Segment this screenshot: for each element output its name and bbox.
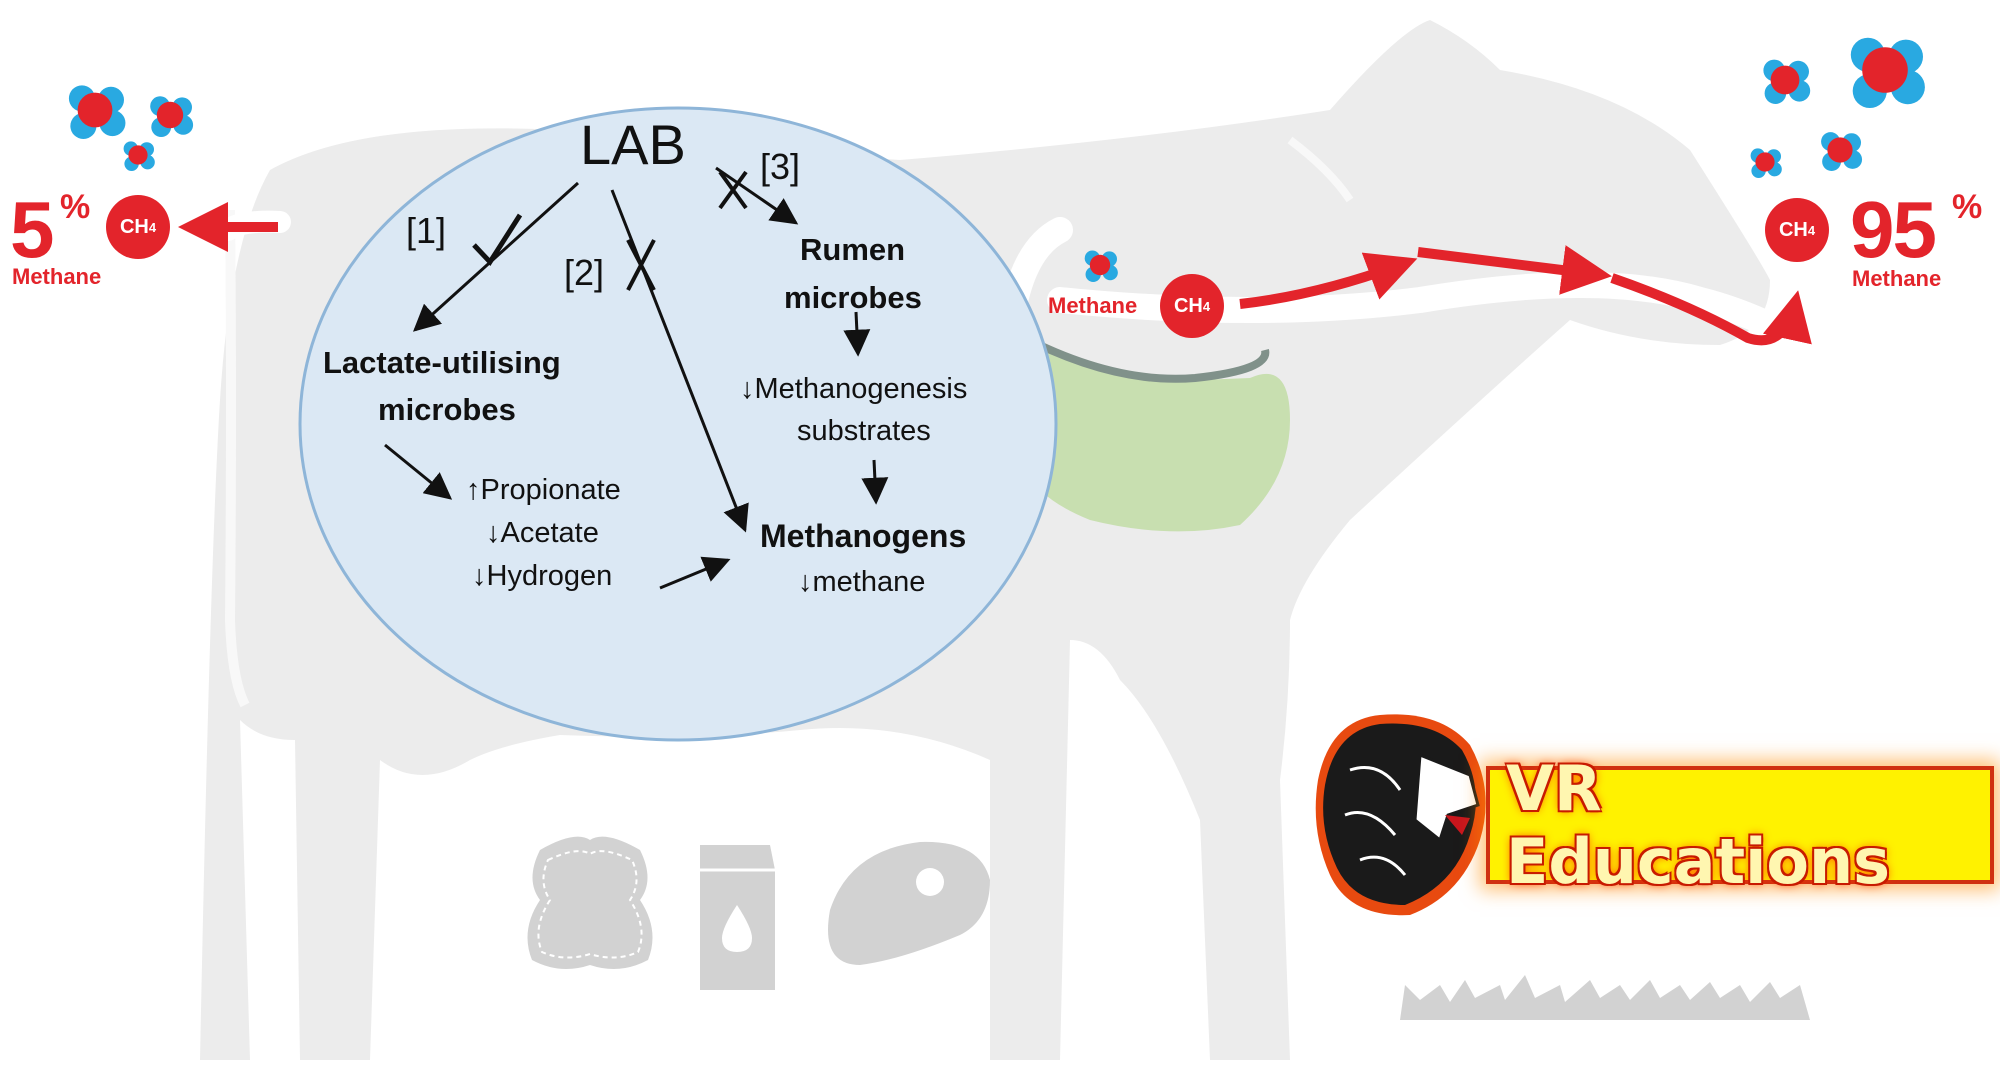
path3-tag: [3] bbox=[760, 146, 801, 187]
methanogens-label: Methanogens bbox=[760, 518, 967, 554]
rumen-label-line2: microbes bbox=[784, 280, 922, 315]
left-methane-label: Methane bbox=[12, 264, 102, 289]
lab-circle bbox=[298, 106, 1058, 742]
right-percent-value: 95 bbox=[1850, 185, 1937, 274]
brand-name: VR Educations bbox=[1506, 752, 1890, 898]
left-percent-value: 5 bbox=[10, 185, 54, 274]
lactate-label-line2: microbes bbox=[378, 392, 516, 427]
milk-carton-icon bbox=[700, 845, 775, 990]
check-mark-icon bbox=[472, 213, 523, 267]
right-percent-sign: % bbox=[1952, 188, 1983, 226]
grass-icon bbox=[1400, 975, 1810, 1020]
rumen-label-line1: Rumen bbox=[800, 232, 906, 267]
pathway-arrows bbox=[384, 166, 889, 590]
cross-mark-icon bbox=[718, 170, 748, 210]
methane-down-label: ↓methane bbox=[798, 566, 926, 598]
acetate-label: ↓Acetate bbox=[486, 517, 599, 549]
left-percent-sign: % bbox=[60, 188, 91, 226]
brand-banner: VR Educations bbox=[1486, 752, 1994, 898]
propionate-label: ↑Propionate bbox=[466, 474, 621, 506]
methane-flow-arrows bbox=[178, 202, 1812, 346]
substrates-label-line1: ↓Methanogenesis bbox=[740, 373, 968, 405]
rumen-methane-label: Methane bbox=[1048, 293, 1138, 318]
substrates-label-line2: substrates bbox=[797, 415, 931, 447]
lactate-label-line1: Lactate-utilising bbox=[323, 345, 561, 380]
leather-icon bbox=[527, 836, 653, 969]
lab-title: LAB bbox=[580, 113, 686, 176]
lion-mascot-icon bbox=[1315, 714, 1486, 916]
path1-tag: [1] bbox=[406, 210, 447, 251]
right-methane-label: Methane bbox=[1852, 266, 1942, 291]
path2-tag: [2] bbox=[564, 252, 605, 293]
hydrogen-label: ↓Hydrogen bbox=[472, 560, 613, 592]
cross-mark-icon bbox=[626, 239, 656, 291]
meat-icon bbox=[828, 841, 990, 965]
